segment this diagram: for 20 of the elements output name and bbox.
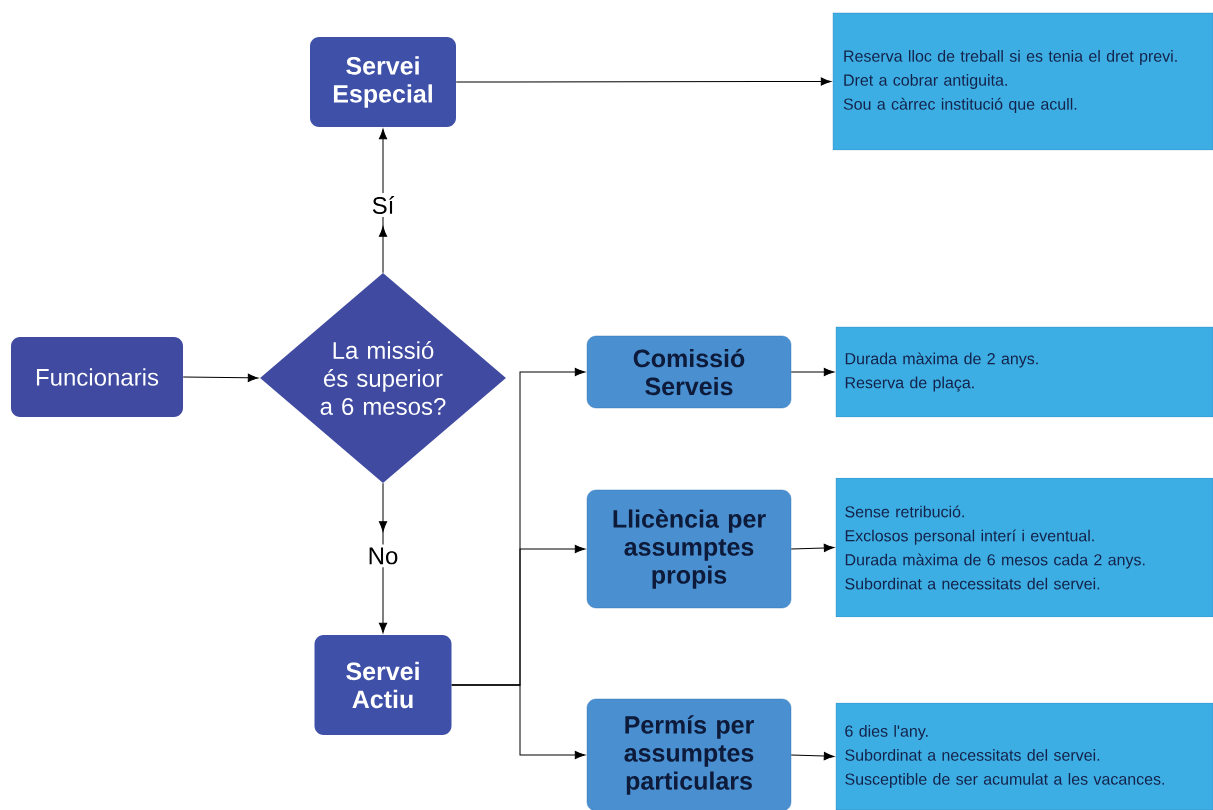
- note-box: Reserva lloc de treball si es tenia el dret previ. Dret a cobrar antiguita. Sou a càrrec institució que acull.: [832, 12, 1213, 151]
- arrow: [790, 367, 835, 377]
- arrow: [451, 684, 586, 760]
- process-box: Servei Actiu: [314, 635, 452, 735]
- edge-label: No: [364, 544, 402, 568]
- arrow: [378, 482, 388, 634]
- process-box: Comissió Serveis: [586, 335, 792, 409]
- arrow: [182, 373, 259, 382]
- arrow: [790, 543, 835, 552]
- process-box: Servei Especial: [310, 37, 456, 127]
- arrow: [378, 128, 388, 274]
- process-box: Llicència per assumptes propis: [586, 489, 792, 609]
- process-box: Permís per assumptes particulars: [586, 698, 792, 810]
- note-box: Sense retribució. Exclosos personal interí i eventual. Durada màxima de 6 mesos cada 2 anys. Subordinat a necessitats del servei.: [835, 477, 1213, 618]
- arrow: [790, 752, 835, 761]
- start-box: Funcionaris: [11, 337, 183, 417]
- note-box: Durada màxima de 2 anys. Reserva de plaça.: [835, 326, 1213, 418]
- note-box: 6 dies l'any. Subordinat a necessitats del servei. Susceptible de ser acumulat a les vacances.: [835, 702, 1213, 810]
- edge-label: Sí: [368, 193, 398, 217]
- arrow: [455, 77, 832, 86]
